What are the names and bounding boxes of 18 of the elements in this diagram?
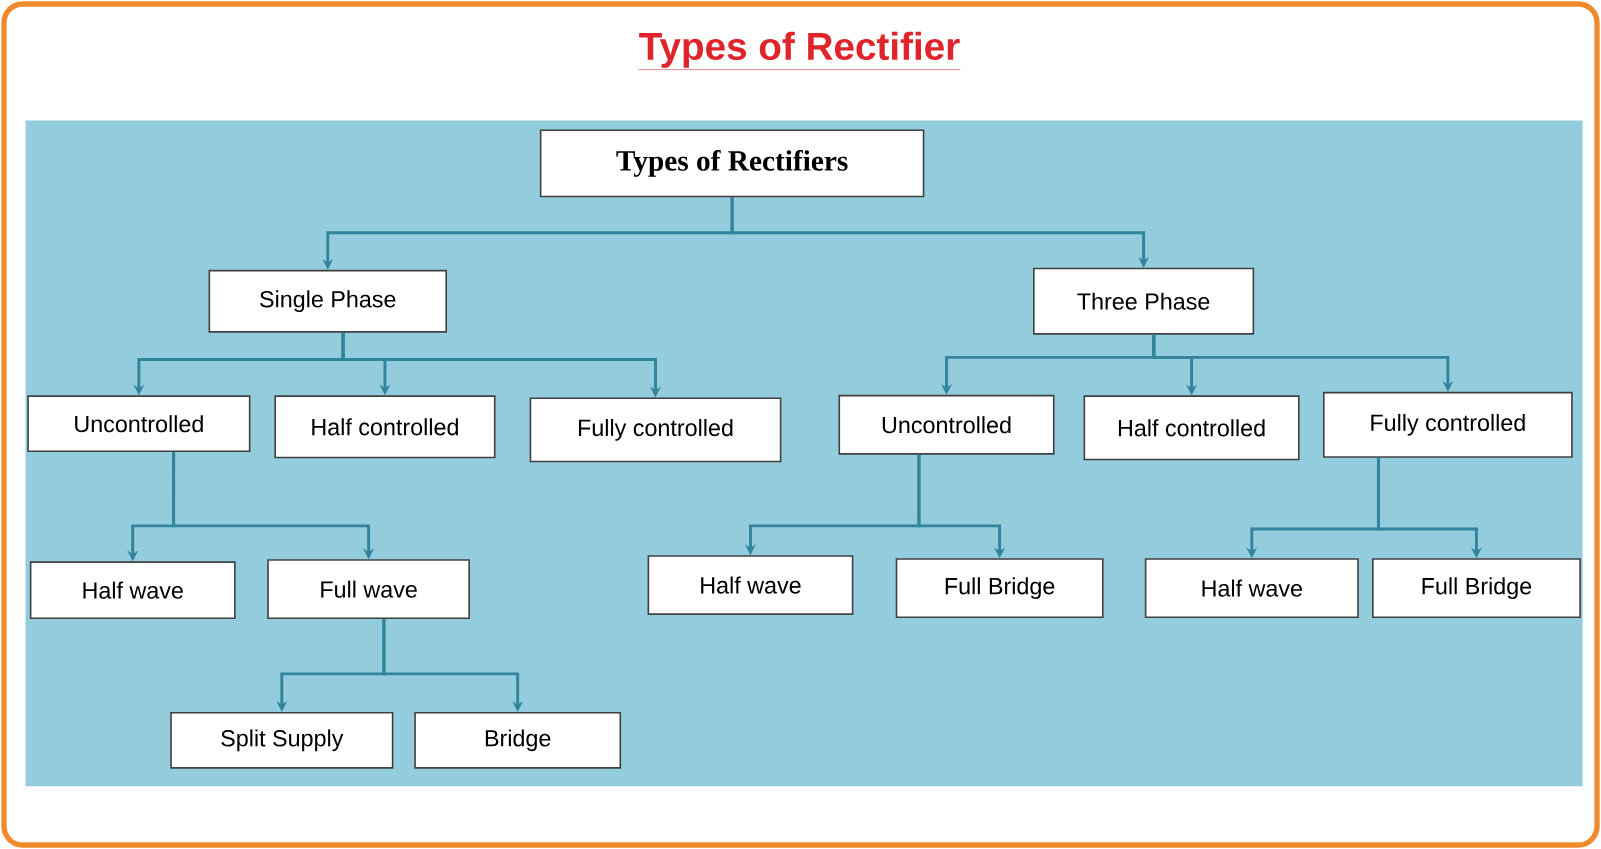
category-box: Half wave xyxy=(647,555,854,615)
header-box: Types of Rectifiers xyxy=(539,129,925,198)
category-box: Full Bridge xyxy=(1372,558,1581,619)
title: Types of Rectifier xyxy=(638,31,961,70)
category-box: Bridge xyxy=(414,711,622,769)
category-box: Half controlled xyxy=(1083,395,1300,461)
category-box: Half wave xyxy=(1144,558,1359,619)
category-box: Three Phase xyxy=(1033,267,1255,335)
category-box: Half controlled xyxy=(274,395,496,459)
category-box: Full Bridge xyxy=(895,558,1104,619)
category-box: Fully controlled xyxy=(1323,391,1573,458)
category-box: Uncontrolled xyxy=(838,394,1055,455)
category-box: Split Supply xyxy=(170,711,394,769)
category-box: Uncontrolled xyxy=(27,395,251,453)
category-box: Half wave xyxy=(29,561,236,620)
category-box: Fully controlled xyxy=(529,397,782,463)
category-box: Single Phase xyxy=(208,269,447,333)
category-box: Full wave xyxy=(267,559,470,620)
